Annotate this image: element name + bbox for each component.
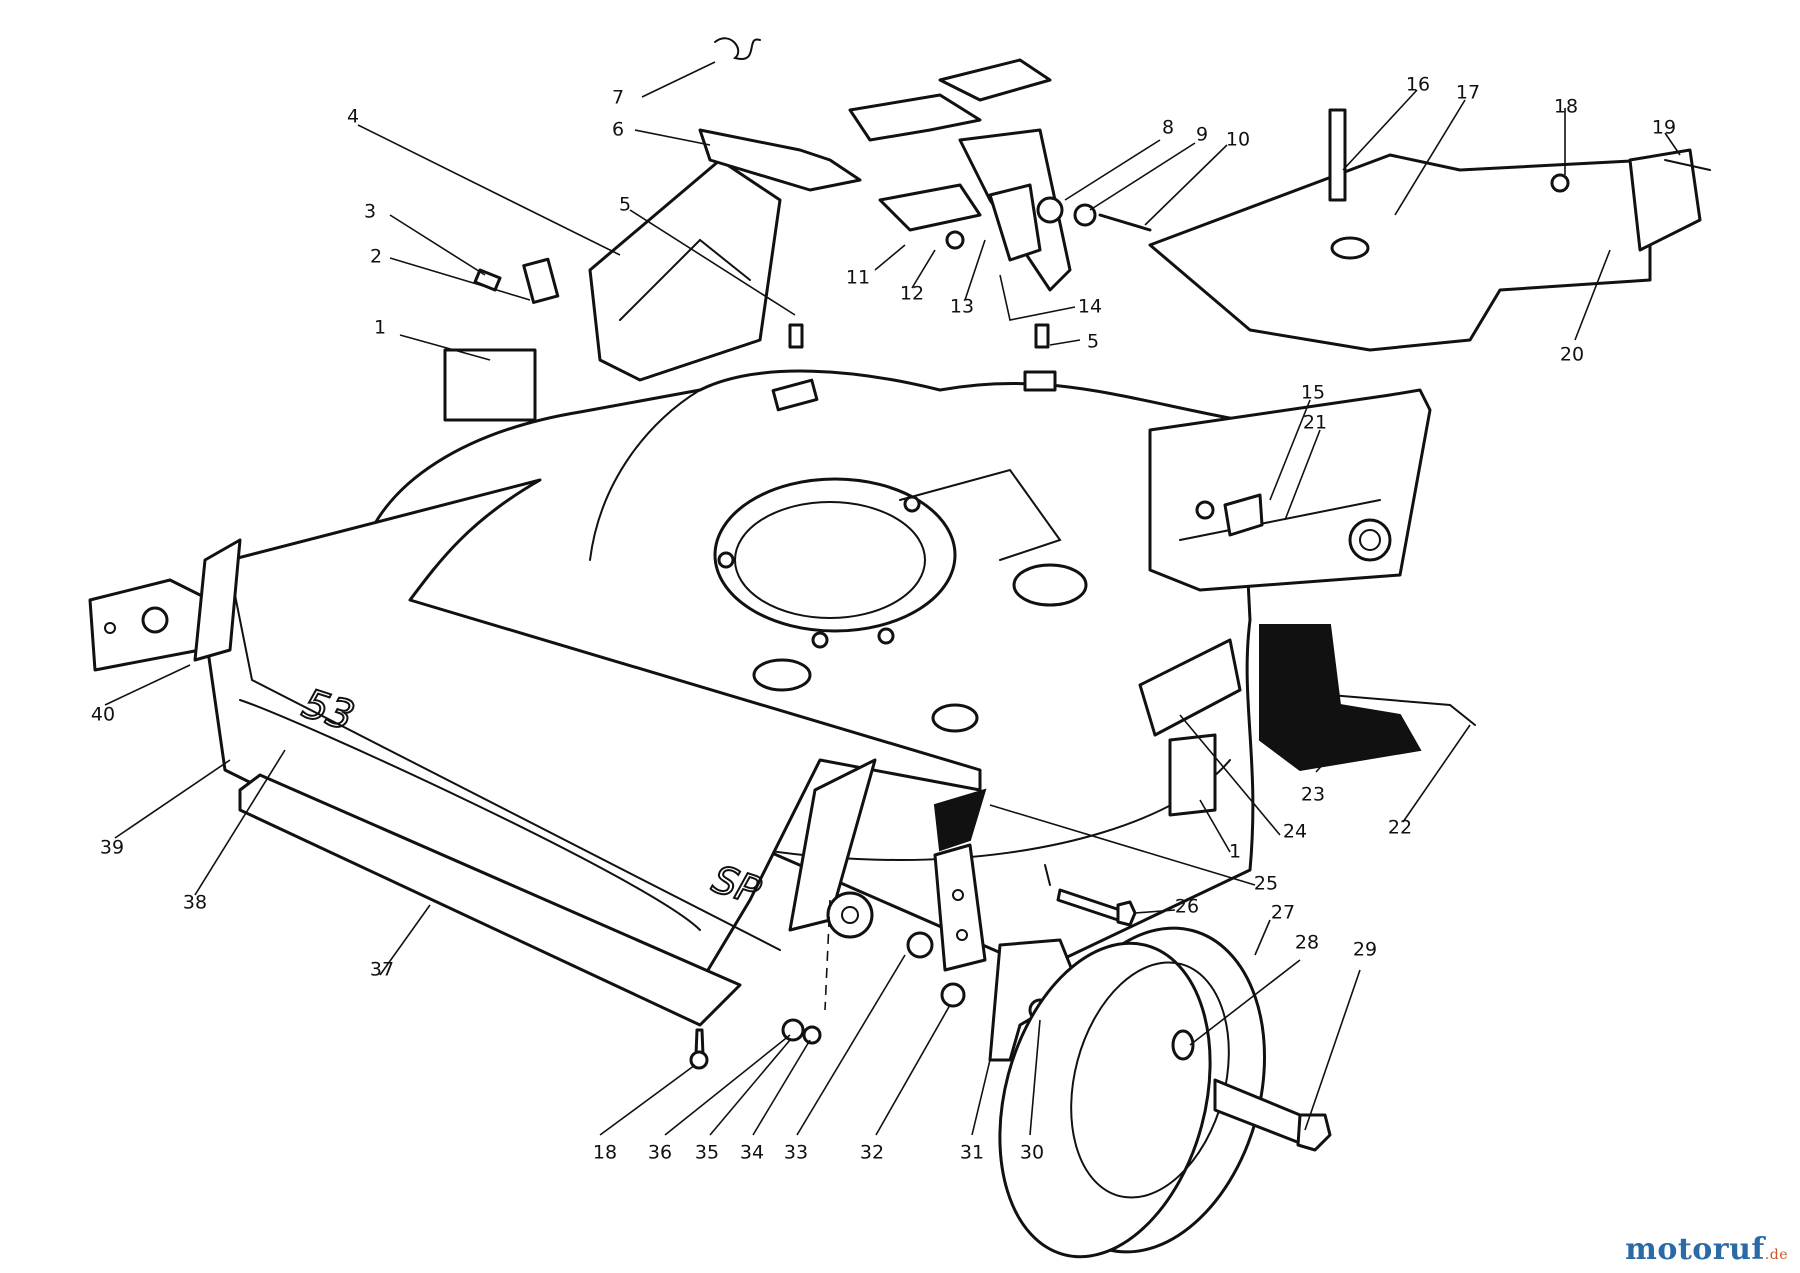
callout-5: 5 [619, 194, 631, 216]
front-deck-skirt: 53 SP [203, 478, 982, 1002]
mower-deck-housing [328, 369, 1255, 972]
callout-17: 17 [1456, 82, 1480, 104]
wheel-assembly [998, 926, 1332, 1259]
callout-18a: 18 [1554, 96, 1578, 118]
callout-4: 4 [347, 106, 359, 128]
callout-1b: 1 [1229, 841, 1241, 863]
mulch-plate [238, 773, 742, 1027]
callout-10: 10 [1226, 129, 1250, 151]
watermark-tld: .de [1764, 1247, 1788, 1263]
callout-14: 14 [1078, 296, 1102, 318]
callout-35: 35 [695, 1142, 719, 1164]
callout-29: 29 [1353, 939, 1377, 961]
rear-height-adjuster [88, 538, 242, 672]
decal-label [443, 348, 1242, 817]
callout-6: 6 [612, 119, 624, 141]
callout-3: 3 [364, 201, 376, 223]
rear-skirt-flap [1148, 108, 1711, 352]
callout-31: 31 [960, 1142, 984, 1164]
callout-9: 9 [1196, 124, 1208, 146]
callout-18b: 18 [593, 1142, 617, 1164]
callout-27: 27 [1271, 902, 1295, 924]
callout-21: 21 [1303, 412, 1327, 434]
callout-23: 23 [1301, 784, 1325, 806]
callout-8: 8 [1162, 117, 1174, 139]
front-height-adjuster [824, 788, 1082, 1062]
callout-16: 16 [1406, 74, 1430, 96]
callout-39: 39 [100, 837, 124, 859]
callout-11: 11 [846, 267, 870, 289]
callout-26: 26 [1175, 896, 1199, 918]
leader-lines [104, 61, 1681, 1136]
callout-2: 2 [370, 246, 382, 268]
callout-13: 13 [950, 296, 974, 318]
callout-28: 28 [1295, 932, 1319, 954]
callout-22: 22 [1388, 817, 1412, 839]
callout-38: 38 [183, 892, 207, 914]
callout-12: 12 [900, 283, 924, 305]
callout-25: 25 [1254, 873, 1278, 895]
callout-15: 15 [1301, 382, 1325, 404]
callout-19: 19 [1652, 117, 1676, 139]
right-side-rail [1148, 388, 1432, 592]
callout-1: 1 [374, 317, 386, 339]
callout-labels: 1 2 3 4 5 6 7 8 9 10 11 12 13 14 5 15 16… [91, 74, 1676, 1164]
fasteners-left [473, 257, 1057, 412]
callout-40: 40 [91, 704, 115, 726]
watermark-brand: motoruf [1625, 1232, 1765, 1267]
callout-30: 30 [1020, 1142, 1044, 1164]
callout-37: 37 [370, 959, 394, 981]
callout-5b: 5 [1087, 331, 1099, 353]
callout-34: 34 [740, 1142, 764, 1164]
callout-7: 7 [612, 87, 624, 109]
rear-flap-and-rod [1259, 624, 1476, 772]
callout-20: 20 [1560, 344, 1584, 366]
callout-36: 36 [648, 1142, 672, 1164]
callout-32: 32 [860, 1142, 884, 1164]
site-watermark: motoruf.de [1625, 1232, 1788, 1267]
callout-24: 24 [1283, 821, 1307, 843]
chute-bracket-hardware [878, 183, 1152, 262]
misc-bolts [689, 864, 1137, 1070]
callout-33: 33 [784, 1142, 808, 1164]
